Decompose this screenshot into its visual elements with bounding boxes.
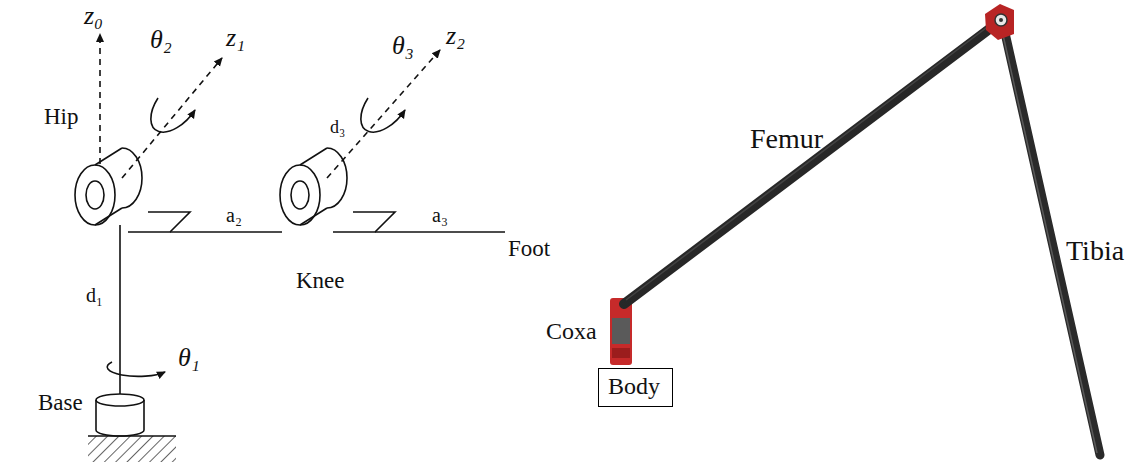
link-length: a₃ (432, 204, 448, 226)
joint-name: Knee (296, 268, 345, 293)
end-effector-name: Foot (508, 236, 550, 261)
joint-angle: θ₃ (392, 32, 414, 61)
joint-angle: θ₁ (178, 344, 200, 373)
axis-label: z₂ (446, 22, 465, 51)
joint-name: Hip (44, 104, 79, 129)
base-name: Base (38, 390, 83, 415)
axis-label: z₀ (84, 2, 103, 31)
link-offset: d₁ (86, 284, 103, 306)
part-name: Femur (750, 124, 823, 155)
box-label: Body (608, 373, 663, 399)
joint-angle: θ₂ (150, 26, 172, 55)
body-box: Body (598, 368, 673, 407)
axis-label: z₁ (226, 24, 245, 53)
link-length: a₂ (226, 204, 242, 226)
link-offset: d₃ (330, 118, 345, 138)
part-name: Tibia (1066, 236, 1124, 267)
part-name: Coxa (546, 318, 597, 344)
